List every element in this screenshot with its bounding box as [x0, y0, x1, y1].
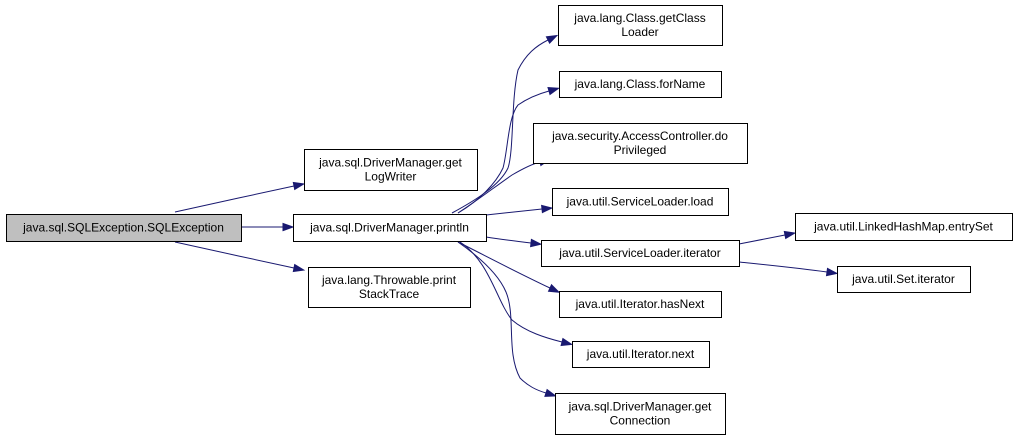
node-next[interactable]: java.util.Iterator.next	[572, 341, 710, 368]
edge-root-to-getLogWriter	[174, 181, 306, 213]
node-label-line: java.lang.Class.forName	[574, 77, 706, 91]
node-label-line: java.util.ServiceLoader.load	[566, 195, 714, 209]
edge-serviceLoaderIterator-to-entrySet	[738, 230, 797, 245]
node-entrySet[interactable]: java.util.LinkedHashMap.entrySet	[795, 213, 1013, 241]
arrowhead	[282, 222, 295, 232]
edge-println-to-hasNext	[457, 241, 561, 293]
node-label-line: java.util.ServiceLoader.iterator	[558, 246, 720, 260]
node-box	[533, 123, 748, 164]
node-box	[308, 267, 471, 308]
node-serviceLoaderLoad[interactable]: java.util.ServiceLoader.load	[552, 188, 729, 216]
node-box	[837, 266, 971, 293]
arrowhead	[544, 388, 558, 397]
node-box	[552, 188, 729, 216]
node-hasNext[interactable]: java.util.Iterator.hasNext	[559, 291, 722, 318]
node-label-line: java.sql.SQLException.SQLException	[22, 221, 224, 235]
arrowhead	[292, 181, 306, 191]
node-doPrivileged[interactable]: java.security.AccessController.doPrivile…	[533, 123, 748, 164]
node-box	[795, 213, 1013, 241]
edge-line	[457, 241, 551, 289]
edge-line	[459, 241, 563, 343]
node-box	[293, 214, 487, 242]
arrowhead	[547, 86, 561, 96]
arrowhead	[783, 230, 797, 240]
node-label-line: java.lang.Throwable.print	[321, 273, 457, 287]
node-label-line: java.util.Set.iterator	[851, 272, 955, 286]
edge-root-to-println	[241, 222, 295, 232]
node-label-line: java.security.AccessController.do	[551, 129, 728, 143]
node-setIterator[interactable]: java.util.Set.iterator	[837, 266, 971, 293]
node-forName[interactable]: java.lang.Class.forName	[559, 71, 722, 98]
node-box	[559, 71, 722, 98]
node-label-line: StackTrace	[359, 287, 420, 301]
edge-line	[485, 208, 543, 216]
node-box	[6, 214, 242, 242]
edge-root-to-printStackTrace	[174, 241, 306, 273]
node-label-line: java.util.Iterator.next	[586, 347, 695, 361]
node-label-line: Loader	[621, 25, 658, 39]
node-label-line: Connection	[610, 414, 671, 428]
edge-println-to-getConnection	[457, 241, 558, 397]
edge-line	[457, 241, 547, 394]
node-label-line: java.util.LinkedHashMap.entrySet	[813, 220, 993, 234]
arrowhead	[545, 34, 559, 45]
node-label-line: java.sql.DriverManager.get	[318, 156, 462, 170]
edge-line	[457, 161, 541, 214]
edge-line	[174, 185, 295, 213]
arrowhead	[547, 283, 561, 293]
node-label-line: java.sql.DriverManager.println	[309, 221, 469, 235]
edge-line	[738, 261, 828, 273]
edge-line	[738, 234, 786, 245]
edge-line	[485, 236, 532, 244]
node-label-line: java.util.Iterator.hasNext	[575, 297, 705, 311]
node-label-line: Privileged	[614, 143, 667, 157]
node-box	[559, 291, 722, 318]
node-box	[541, 240, 740, 267]
edge-println-to-serviceLoaderIterator	[485, 236, 543, 248]
arrowhead	[541, 204, 554, 214]
node-label-line: LogWriter	[365, 170, 417, 184]
edge-println-to-forName	[457, 86, 561, 214]
node-label-line: java.sql.DriverManager.get	[568, 400, 712, 414]
node-println[interactable]: java.sql.DriverManager.println	[293, 214, 487, 242]
edge-println-to-next	[459, 241, 574, 347]
arrowhead	[560, 337, 574, 347]
arrowhead	[825, 267, 839, 277]
arrowhead	[292, 263, 306, 273]
call-edges	[174, 34, 839, 397]
arrowhead	[530, 238, 543, 248]
call-nodes: java.sql.SQLException.SQLException java.s…	[6, 5, 1013, 435]
node-label-line: java.lang.Class.getClass	[573, 11, 705, 25]
edge-line	[457, 90, 550, 214]
node-box	[555, 393, 726, 435]
node-box	[304, 149, 478, 191]
edge-serviceLoaderIterator-to-setIterator	[738, 261, 839, 277]
node-root: java.sql.SQLException.SQLException	[6, 214, 242, 242]
node-serviceLoaderIterator[interactable]: java.util.ServiceLoader.iterator	[541, 240, 740, 267]
node-box	[558, 5, 723, 46]
edge-line	[174, 241, 295, 269]
node-box	[572, 341, 710, 368]
edge-println-to-serviceLoaderLoad	[485, 204, 554, 216]
